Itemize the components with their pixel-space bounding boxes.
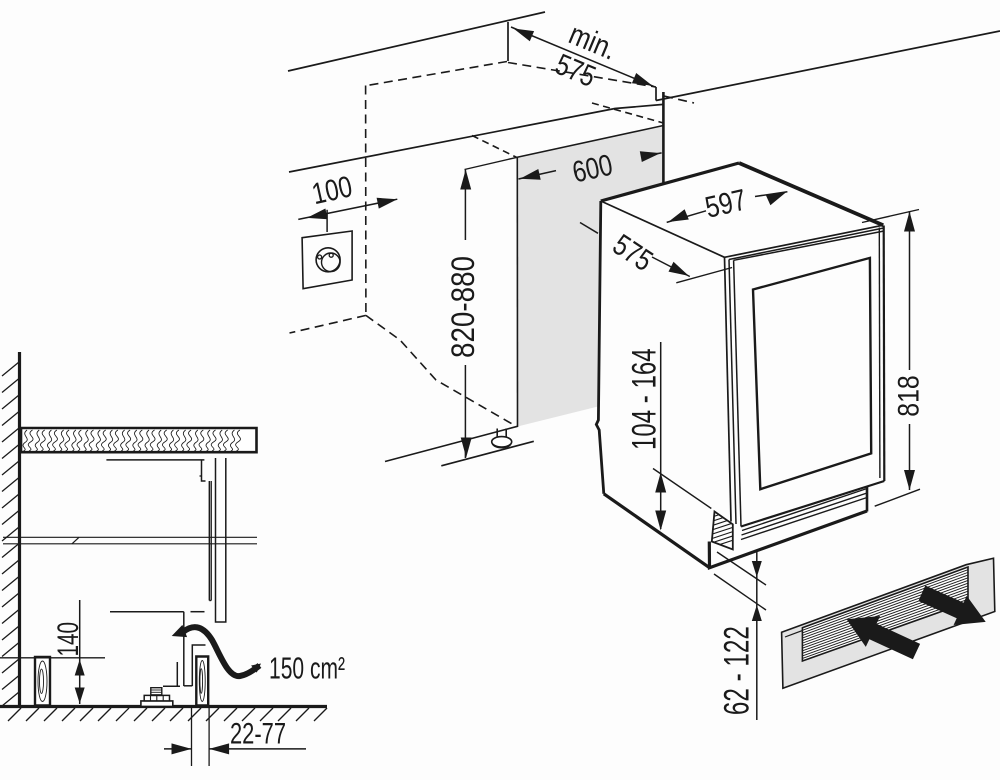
svg-text:104 - 164: 104 - 164 xyxy=(626,348,664,450)
svg-text:150 cm²: 150 cm² xyxy=(269,651,345,686)
svg-text:62 - 122: 62 - 122 xyxy=(717,626,756,715)
svg-text:818: 818 xyxy=(892,375,925,417)
svg-text:140: 140 xyxy=(52,622,85,657)
svg-text:820-880: 820-880 xyxy=(445,256,481,358)
svg-text:22-77: 22-77 xyxy=(230,718,286,751)
